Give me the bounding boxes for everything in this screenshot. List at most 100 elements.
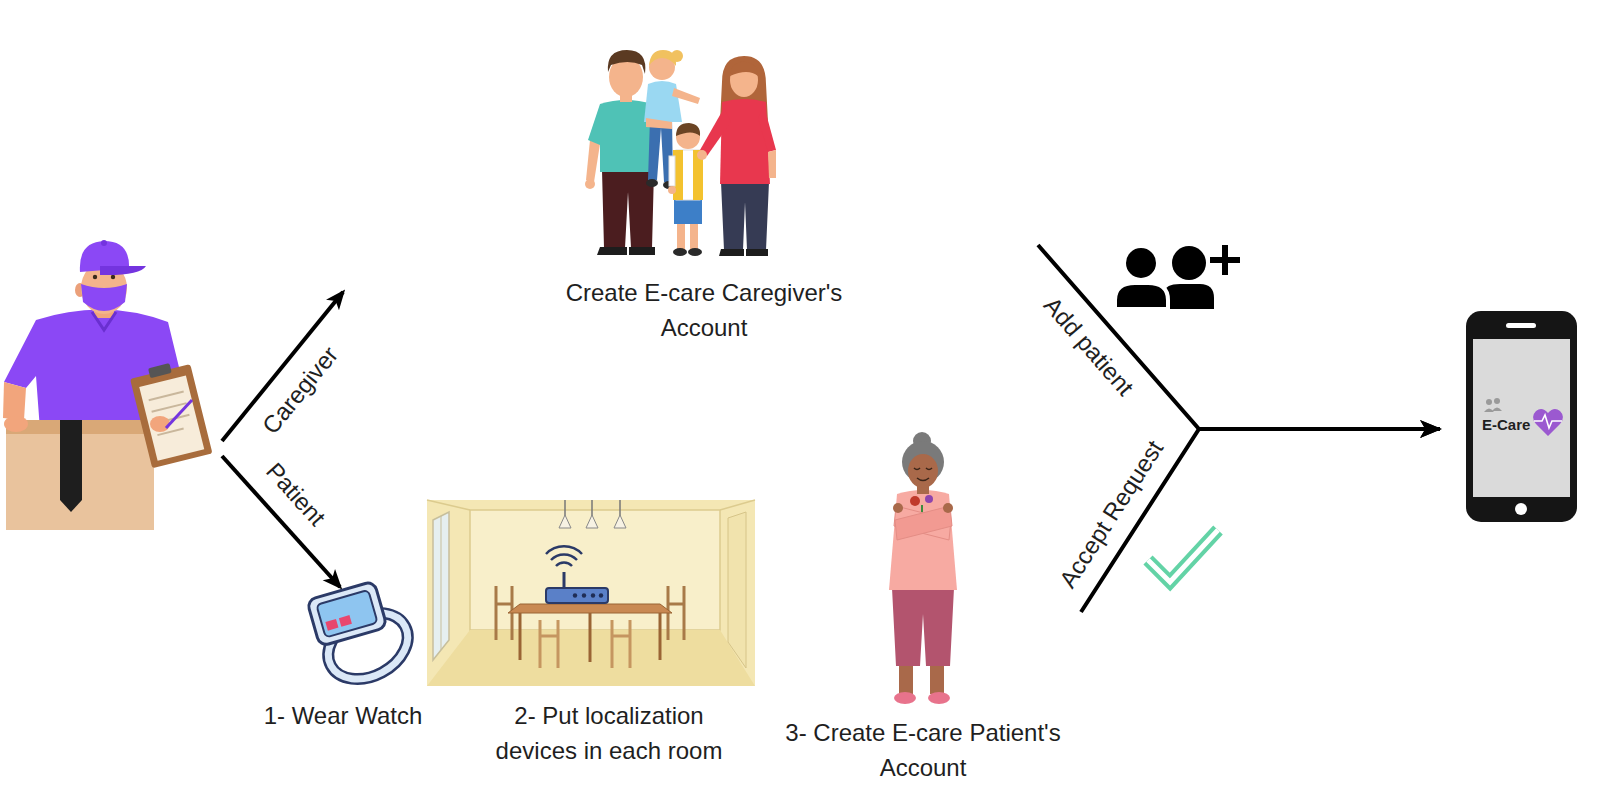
family-illustration-part (586, 140, 600, 182)
patient-illustration-part (914, 468, 932, 470)
add-user-icon-part (1172, 246, 1206, 280)
family-illustration-part (597, 247, 627, 255)
family-illustration-part (758, 106, 776, 152)
phone-illustration-part (1494, 398, 1500, 404)
family-illustration-part (690, 222, 698, 250)
patient-illustration-part (925, 495, 933, 503)
family-illustration-part (730, 62, 758, 76)
family-illustration-part (668, 186, 676, 194)
branch-arrows (222, 292, 343, 587)
step-caption: 1- Wear Watch (243, 698, 443, 733)
phone-illustration-part (1466, 311, 1577, 522)
watch-illustration-part-part (307, 581, 388, 646)
family-illustration-part (646, 118, 672, 129)
add-user-icon-part (1115, 283, 1168, 309)
courier-illustration-part (93, 275, 97, 279)
family-illustration-part (671, 50, 683, 62)
patient-illustration-part (894, 506, 951, 540)
room-illustration-part (591, 500, 593, 516)
watch-step: 1- Wear Watch (243, 698, 451, 739)
family-illustration-part (669, 156, 675, 186)
courier-illustration (3, 240, 212, 530)
room-step: 2- Put localization devices in each room (474, 698, 752, 774)
patient-illustration-part (894, 692, 916, 704)
room-illustration-part (589, 613, 592, 662)
family-illustration-part (697, 150, 707, 160)
add-user-icon (1115, 245, 1240, 309)
room-illustration-part (591, 593, 595, 597)
courier-illustration-part (60, 420, 82, 512)
patient-illustration-part (930, 664, 944, 694)
phone-illustration-part (1486, 399, 1492, 405)
courier-illustration-part-part (148, 363, 172, 378)
family-illustration-part (673, 248, 687, 256)
room-illustration-part (508, 604, 672, 613)
add-user-icon-part (1210, 257, 1240, 263)
patient-illustration-part (943, 503, 953, 513)
room-illustration-part (728, 512, 746, 668)
phone-illustration-part (1484, 408, 1502, 413)
room-illustration-part (582, 593, 586, 597)
room-illustration-part (599, 593, 603, 597)
phone-illustration-part (1515, 503, 1527, 515)
courier-illustration-part-part (149, 391, 184, 400)
watch-illustration-part-part (316, 590, 377, 638)
courier-illustration-part (92, 312, 116, 330)
branch-label: Patient (258, 455, 334, 534)
room-illustration-part (519, 613, 522, 660)
courier-illustration-part (111, 275, 115, 279)
watch-illustration-part (307, 581, 388, 646)
room-illustration (427, 500, 755, 686)
room-illustration-part (612, 620, 630, 668)
room-illustration-part (573, 593, 577, 597)
watch-illustration-part-part (339, 615, 352, 627)
courier-illustration-part (100, 266, 146, 275)
caregiver-step: Create E-care Caregiver's Account (556, 40, 1038, 351)
room-illustration-part (441, 516, 442, 650)
patient-illustration-part (908, 454, 938, 488)
family-illustration-part (672, 88, 700, 104)
family-illustration-part (646, 179, 658, 187)
app-logo-text: E-Care (1482, 415, 1562, 435)
courier-illustration-part (166, 400, 192, 428)
room-illustration-part (546, 588, 608, 603)
family-illustration-part (746, 249, 768, 256)
room-illustration-part (563, 572, 566, 588)
courier-illustration-part (150, 416, 170, 432)
family-illustration-part (674, 198, 702, 224)
room-illustration-part (659, 613, 662, 660)
family-illustration-part (585, 179, 595, 189)
phone-illustration-part (1533, 409, 1563, 436)
room-illustration-part (551, 554, 577, 560)
family-illustration-part (629, 247, 655, 255)
phone-illustration-part (1473, 339, 1570, 497)
courier-illustration-part (3, 382, 26, 420)
patient-illustration-part (928, 692, 950, 704)
app-phone: E-Care (1440, 311, 1580, 523)
check-mark-part (1148, 530, 1218, 582)
room-illustration-part (619, 500, 621, 516)
patient-illustration-part (895, 506, 952, 540)
room-illustration-part (564, 500, 566, 516)
room-illustration-part (556, 563, 572, 566)
step-caption: Create E-care Caregiver's Account (556, 275, 852, 345)
patient-illustration-part (917, 478, 929, 481)
room-illustration-part (427, 500, 470, 510)
courier-illustration-part (101, 240, 107, 246)
room-illustration-part (614, 515, 626, 528)
courier-illustration-part (6, 420, 154, 530)
watch-illustration (307, 581, 419, 692)
family-illustration-part (700, 108, 731, 156)
phone-illustration (1466, 311, 1577, 522)
courier-illustration-part (129, 358, 213, 468)
courier-illustration-part (4, 416, 28, 432)
room-illustration-part (433, 512, 449, 660)
patient-illustration-part (889, 490, 957, 590)
family-illustration-part (608, 50, 646, 74)
patient-illustration (889, 432, 957, 704)
branch-label: Caregiver (254, 339, 347, 442)
courier-illustration-part (81, 284, 127, 311)
room-illustration-part (720, 500, 755, 510)
